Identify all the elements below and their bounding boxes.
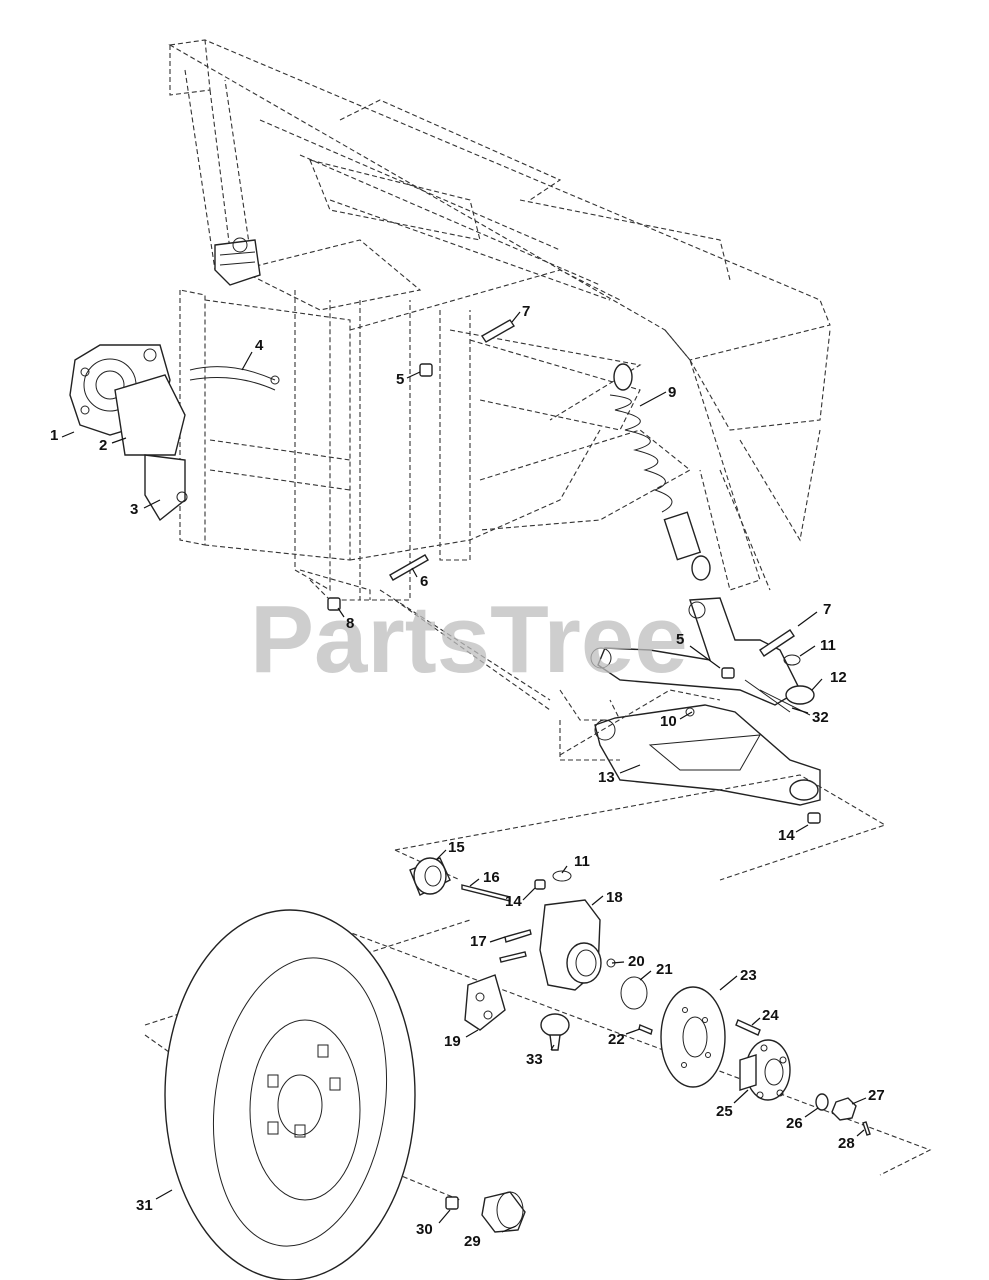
callout-leaders bbox=[61, 311, 867, 1233]
callout-7-upper: 7 bbox=[522, 303, 530, 320]
hardware-top bbox=[327, 319, 515, 611]
castle-nut bbox=[831, 1097, 857, 1121]
callout-5-upper: 5 bbox=[396, 371, 404, 388]
spindle-assembly bbox=[409, 857, 616, 991]
callout-labels: 1 2 3 4 5 5 6 7 7 8 9 10 11 11 12 13 14 … bbox=[50, 303, 885, 1250]
callout-31: 31 bbox=[136, 1197, 153, 1214]
callout-28: 28 bbox=[838, 1135, 855, 1152]
callout-13: 13 bbox=[598, 769, 615, 786]
callout-22: 22 bbox=[608, 1031, 625, 1048]
callout-26: 26 bbox=[786, 1115, 803, 1132]
callout-11-arm: 11 bbox=[820, 637, 836, 654]
callout-3: 3 bbox=[130, 501, 138, 518]
shock-absorber bbox=[609, 363, 711, 581]
hub-cap bbox=[481, 1191, 526, 1233]
callout-7-arm: 7 bbox=[823, 601, 831, 618]
tire-wheel bbox=[164, 909, 416, 1280]
callout-21: 21 bbox=[656, 961, 673, 978]
wheel-hub bbox=[739, 1039, 791, 1101]
callout-12: 12 bbox=[830, 669, 847, 686]
callout-4: 4 bbox=[255, 337, 264, 354]
brake-disc bbox=[660, 986, 726, 1088]
callout-14-arm: 14 bbox=[778, 827, 795, 844]
frame-outline bbox=[168, 39, 831, 721]
cotter-pin bbox=[862, 1121, 871, 1136]
tie-rod bbox=[189, 366, 280, 391]
upper-shock-mount bbox=[214, 237, 261, 286]
washer bbox=[815, 1093, 829, 1111]
axle-phantom-box bbox=[559, 720, 620, 761]
axle-phantom bbox=[559, 689, 721, 756]
explode-line-hub bbox=[329, 924, 932, 1176]
watermark-text: PartsTree bbox=[250, 586, 688, 693]
ball-joint bbox=[540, 1013, 570, 1051]
ball-joint-bracket bbox=[464, 974, 506, 1031]
callout-10: 10 bbox=[660, 713, 677, 730]
callout-15: 15 bbox=[448, 839, 465, 856]
callout-33: 33 bbox=[526, 1051, 543, 1068]
callout-8: 8 bbox=[346, 615, 354, 632]
callout-5-arm: 5 bbox=[676, 631, 684, 648]
callout-30: 30 bbox=[416, 1221, 433, 1238]
callout-20: 20 bbox=[628, 953, 645, 970]
lower-control-arm bbox=[594, 704, 821, 824]
callout-25: 25 bbox=[716, 1103, 733, 1120]
callout-9: 9 bbox=[668, 384, 676, 401]
callout-16: 16 bbox=[483, 869, 500, 886]
callout-17: 17 bbox=[470, 933, 487, 950]
wheel-stud bbox=[735, 1019, 761, 1036]
callout-24: 24 bbox=[762, 1007, 779, 1024]
callout-19: 19 bbox=[444, 1033, 461, 1050]
lug-nut bbox=[445, 1196, 459, 1210]
callout-11-spindle: 11 bbox=[574, 853, 590, 870]
callout-14-spindle: 14 bbox=[505, 893, 522, 910]
callout-27: 27 bbox=[868, 1087, 885, 1104]
callout-32: 32 bbox=[812, 709, 829, 726]
callout-18: 18 bbox=[606, 889, 623, 906]
callout-29: 29 bbox=[464, 1233, 481, 1250]
upper-control-arm bbox=[590, 597, 815, 706]
steering-gearbox bbox=[69, 344, 188, 522]
callout-2: 2 bbox=[99, 437, 107, 454]
bolt-22 bbox=[638, 1024, 653, 1035]
callout-6: 6 bbox=[420, 573, 428, 590]
snap-ring bbox=[620, 976, 648, 1010]
callout-1: 1 bbox=[50, 427, 58, 444]
callout-23: 23 bbox=[740, 967, 757, 984]
